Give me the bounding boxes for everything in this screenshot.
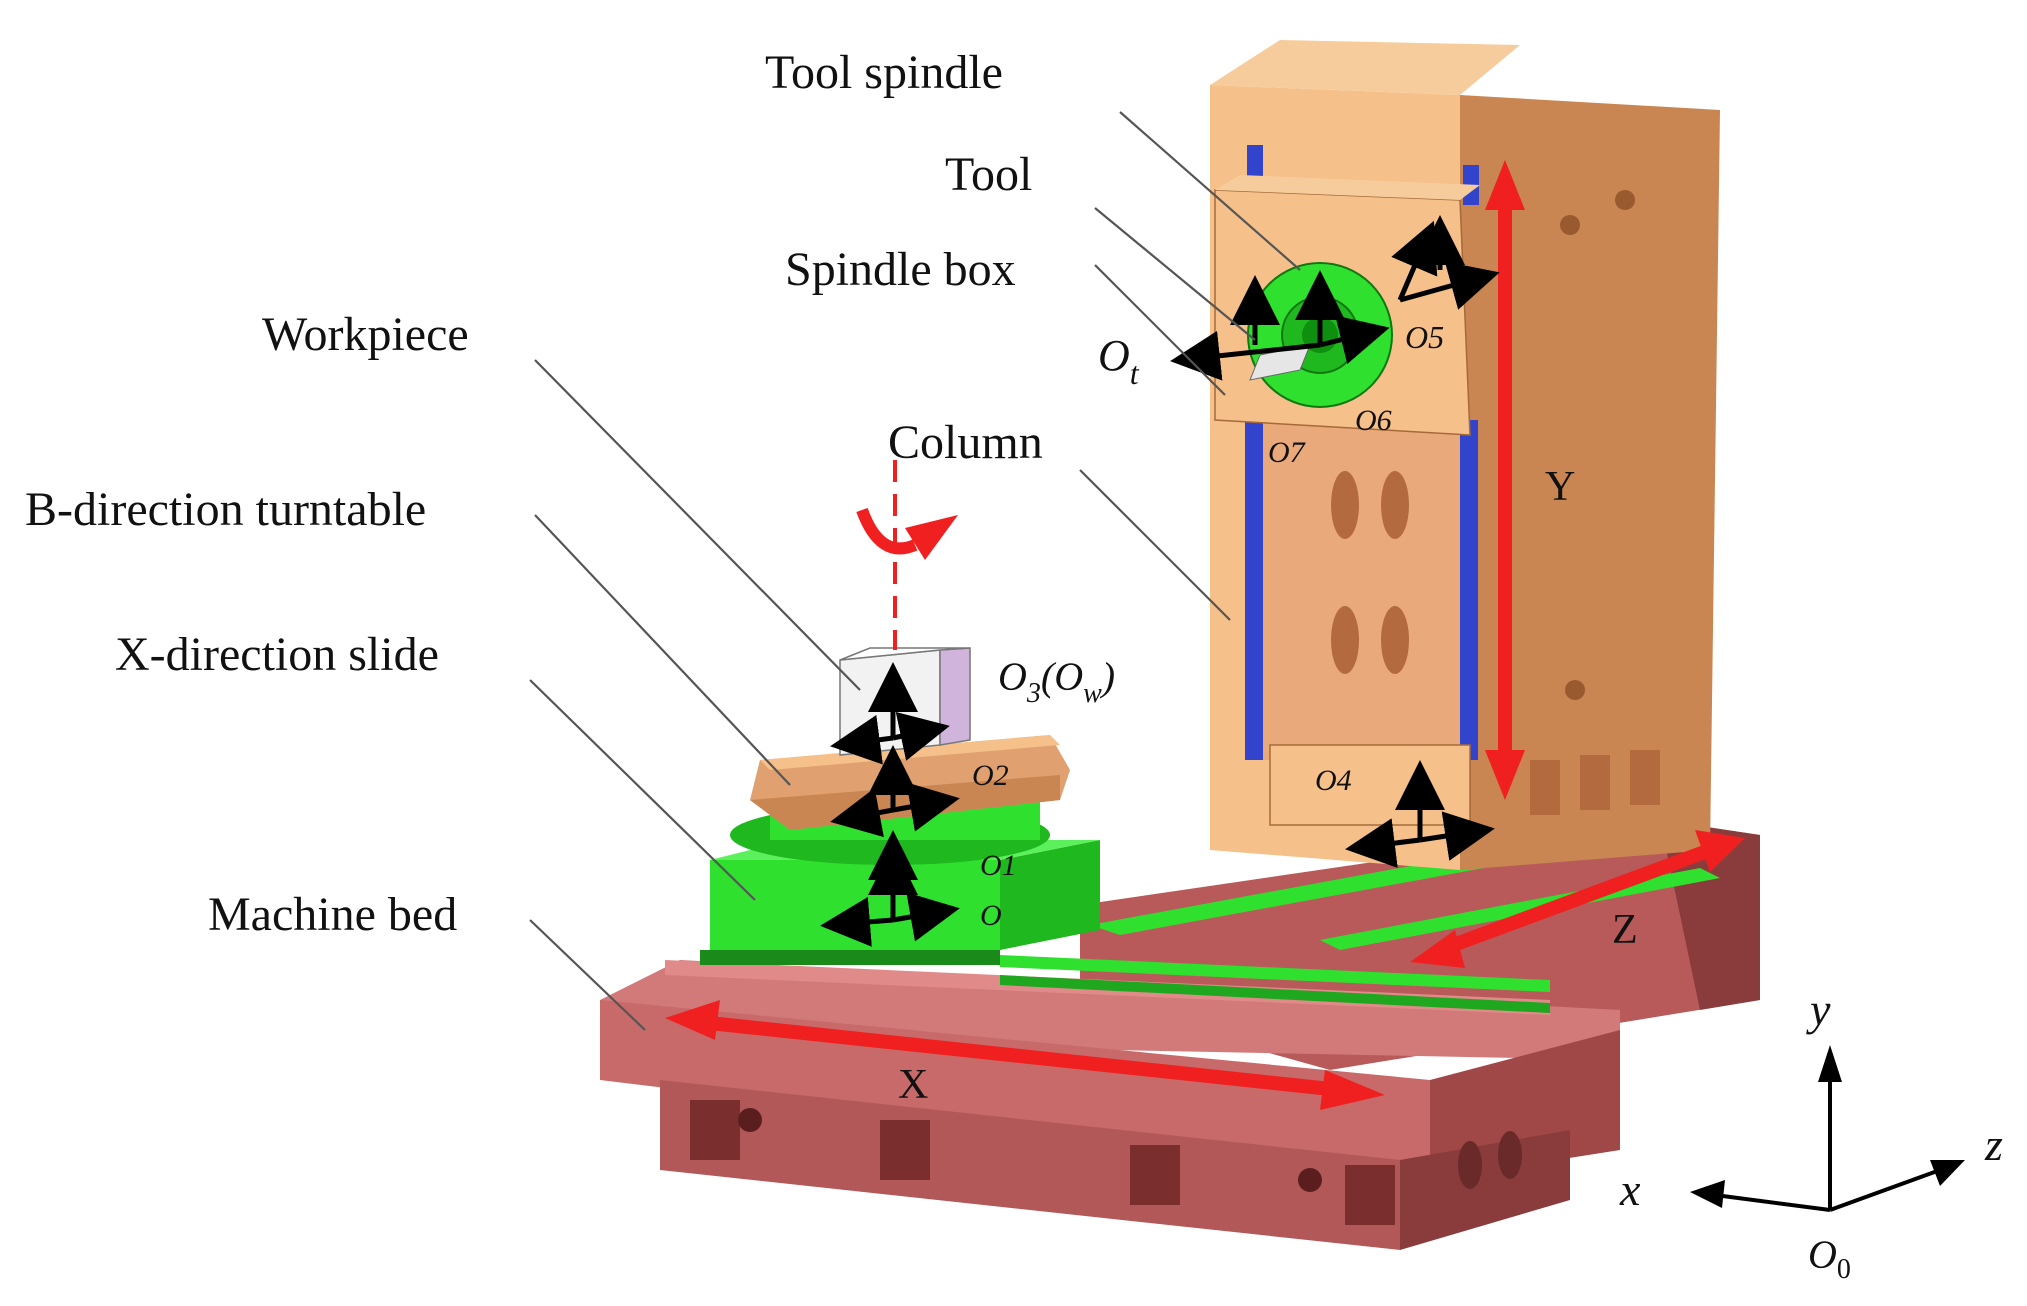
coord-label-z: z bbox=[1984, 1119, 2003, 1170]
label-column: Column bbox=[888, 416, 1043, 469]
axis-label-x: X bbox=[898, 1062, 928, 1108]
label-spindle-box: Spindle box bbox=[785, 243, 1016, 296]
coord-label-x: x bbox=[1619, 1164, 1641, 1215]
frame-label-o5: O5 bbox=[1405, 319, 1444, 355]
b-direction-turntable bbox=[730, 735, 1070, 865]
frame-label-o6: O6 bbox=[1355, 404, 1392, 437]
frame-label-o1: O1 bbox=[980, 849, 1017, 882]
motion-arrows bbox=[665, 160, 1745, 1110]
label-tool-spindle: Tool spindle bbox=[765, 46, 1003, 99]
machine-bed bbox=[600, 820, 1760, 1250]
component-labels: Tool spindle Tool Spindle box Workpiece … bbox=[25, 46, 1043, 941]
b-rotation-arrow-head bbox=[905, 515, 958, 560]
coord-label-y: y bbox=[1806, 984, 1831, 1035]
axis-label-z: Z bbox=[1612, 907, 1638, 953]
label-x-slide: X-direction slide bbox=[115, 628, 439, 681]
label-machine-bed: Machine bed bbox=[208, 888, 457, 941]
label-workpiece: Workpiece bbox=[262, 308, 469, 361]
frame-label-ot: Ot bbox=[1098, 331, 1140, 391]
y-arrow-head-bottom bbox=[1485, 750, 1525, 800]
frame-label-o3-ow: O3(Ow) bbox=[998, 654, 1115, 709]
x-arrow-head-right bbox=[1320, 1070, 1385, 1110]
frame-label-o2: O2 bbox=[972, 759, 1009, 792]
b-rotation-arrow bbox=[856, 507, 918, 555]
frame-labels: Ot O3(Ow) O5 O6 O7 O4 O2 O1 O bbox=[972, 319, 1444, 932]
leader-lines bbox=[529, 111, 1301, 1031]
workpiece bbox=[839, 647, 971, 756]
frame-label-o7: O7 bbox=[1268, 436, 1307, 469]
frame-label-o4: O4 bbox=[1315, 764, 1352, 797]
coord-label-origin: O0 bbox=[1808, 1232, 1851, 1285]
axis-letters: Y X Z bbox=[898, 464, 1638, 1108]
frame-arrows bbox=[820, 215, 1500, 947]
frame-label-o0: O bbox=[980, 899, 1002, 932]
label-tool: Tool bbox=[945, 148, 1032, 201]
z-axis-arrow bbox=[1437, 843, 1713, 957]
global-coordinate-system: y x z O0 bbox=[1619, 984, 2003, 1285]
x-arrow-head-left bbox=[665, 1000, 720, 1040]
x-axis-arrow bbox=[699, 1015, 1341, 1097]
z-arrow-head-left bbox=[1410, 930, 1465, 968]
z-arrow-head-right bbox=[1695, 830, 1745, 872]
y-arrow-head-top bbox=[1485, 160, 1525, 210]
axis-label-y: Y bbox=[1545, 464, 1575, 510]
label-b-turntable: B-direction turntable bbox=[25, 483, 426, 536]
